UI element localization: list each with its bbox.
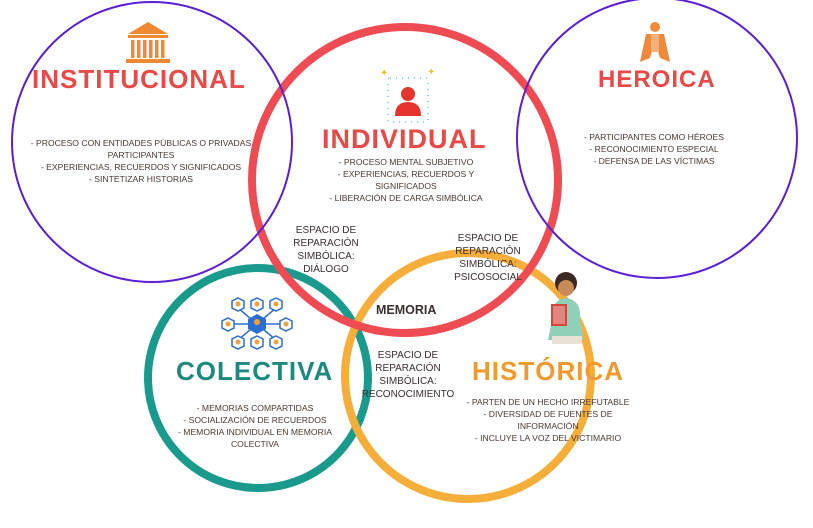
center-memoria: MEMORIA [376,303,437,317]
svg-text:✦: ✦ [427,67,435,78]
title-individual: INDIVIDUAL [322,124,487,154]
list-item: LIBERACIÓN DE CARGA SIMBÓLICA [308,192,504,204]
person-highlight-icon: ✦ ✦ [380,67,435,123]
list-item: MEMORIA INDIVIDUAL EN MEMORIA COLECTIVA [176,426,334,450]
community-network-icon [221,297,293,350]
list-heroica: PARTICIPANTES COMO HÉROES RECONOCIMIENTO… [574,131,734,167]
svg-text:✦: ✦ [380,68,388,79]
overlap-reconocimiento: ESPACIO DE REPARACIÓN SIMBÓLICA: RECONOC… [361,350,455,400]
list-historica: PARTEN DE UN HECHO IRREFUTABLE DIVERSIDA… [466,396,630,444]
list-item: EXPERIENCIAS, RECUERDOS Y SIGNIFICADOS [308,168,504,192]
list-item: RECONOCIMIENTO ESPECIAL [574,143,734,155]
title-colectiva: COLECTIVA [176,356,334,386]
list-item: PROCESO MENTAL SUBJETIVO [308,156,504,168]
overlap-dialogo: ESPACIO DE REPARACIÓN SIMBÓLICA: DIÁLOGO [293,225,359,275]
list-item: SOCIALIZACIÓN DE RECUERDOS [176,414,334,426]
list-individual: PROCESO MENTAL SUBJETIVO EXPERIENCIAS, R… [308,156,504,204]
circle-individual [248,23,562,337]
list-item: DEFENSA DE LAS VÍCTIMAS [574,155,734,167]
title-institucional: INSTITUCIONAL [32,64,246,94]
title-historica: HISTÓRICA [472,356,624,386]
list-item: DIVERSIDAD DE FUENTES DE INFORMACIÓN [466,408,630,432]
reading-person-icon [548,272,584,344]
list-item: INCLUYE LA VOZ DEL VICTIMARIO [466,432,630,444]
hero-cape-icon [640,22,670,62]
circle-institucional [11,1,293,283]
list-institucional: PROCESO CON ENTIDADES PÚBLICAS O PRIVADA… [30,137,252,185]
list-item: SINTETIZAR HISTORIAS [30,173,252,185]
list-colectiva: MEMORIAS COMPARTIDAS SOCIALIZACIÓN DE RE… [176,402,334,450]
overlap-psicosocial: ESPACIO DE REPARACIÓN SIMBÓLICA: PSICOSO… [454,233,522,283]
list-item: PARTICIPANTES COMO HÉROES [574,131,734,143]
circle-historica [341,249,595,503]
list-item: PROCESO CON ENTIDADES PÚBLICAS O PRIVADA… [30,137,252,161]
list-item: MEMORIAS COMPARTIDAS [176,402,334,414]
list-item: EXPERIENCIAS, RECUERDOS Y SIGNIFICADOS [30,161,252,173]
list-item: PARTEN DE UN HECHO IRREFUTABLE [466,396,630,408]
title-heroica: HEROICA [598,66,716,93]
circle-heroica [516,0,798,279]
circle-colectiva [144,264,372,492]
government-building-icon [126,22,170,63]
